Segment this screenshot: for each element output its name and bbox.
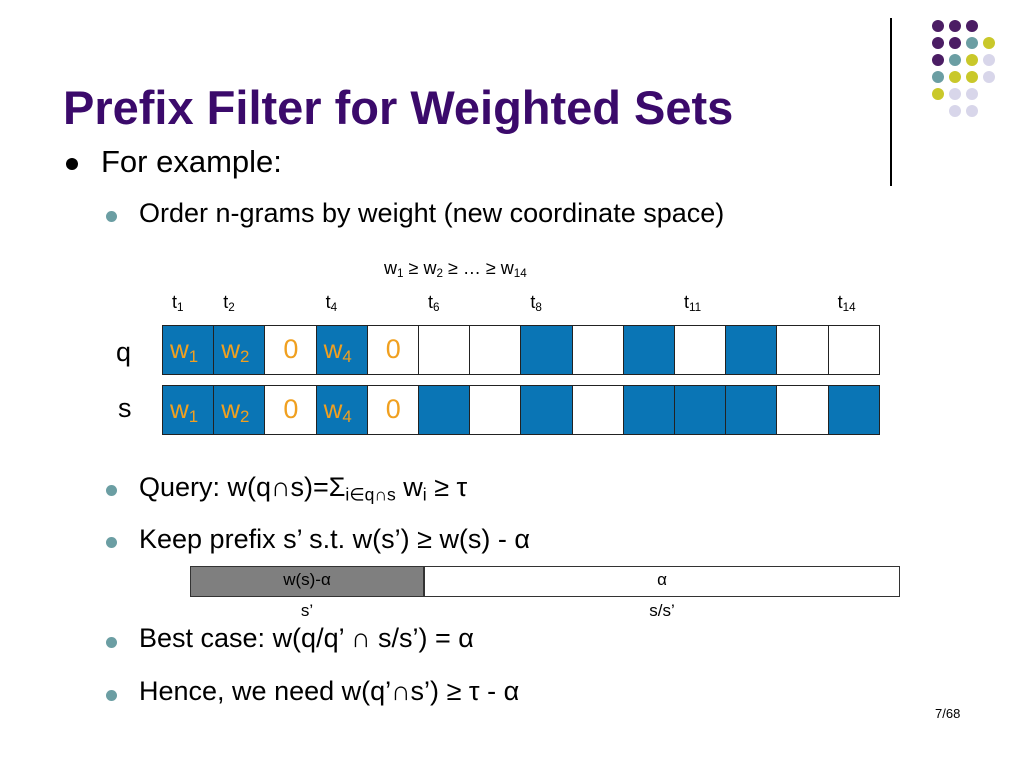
weight-value: w1 xyxy=(170,334,199,367)
token-label: t14 xyxy=(837,292,856,314)
token-cell: w4 xyxy=(315,325,368,375)
bullet-hence: Hence, we need w(q’∩s’) ≥ τ - α xyxy=(139,676,520,706)
token-cell xyxy=(520,325,573,375)
deco-dot xyxy=(983,37,995,49)
suffix-weight-label: α xyxy=(657,570,667,589)
zero-value: 0 xyxy=(283,334,299,364)
token-cell xyxy=(674,385,727,435)
slide-title: Prefix Filter for Weighted Sets xyxy=(63,81,734,134)
token-cell xyxy=(571,325,624,375)
deco-dot xyxy=(966,71,978,83)
token-cell: w2 xyxy=(213,385,266,435)
token-cell xyxy=(776,385,829,435)
sub-bullet-dot xyxy=(106,690,117,701)
slide-number: 7/68 xyxy=(935,706,961,721)
prefix-weight-bar xyxy=(190,566,424,597)
token-cell xyxy=(827,385,880,435)
deco-dot xyxy=(949,105,961,117)
zero-value: 0 xyxy=(283,394,299,424)
sub-bullet-dot xyxy=(106,537,117,548)
bullet-keep-prefix: Keep prefix s’ s.t. w(s’) ≥ w(s) - α xyxy=(139,524,531,554)
bullet-best-case: Best case: w(q/q’ ∩ s/s’) = α xyxy=(139,623,474,653)
token-cell xyxy=(469,385,522,435)
bullet-query: Query: w(q∩s)=Σi∈q∩s wi ≥ τ xyxy=(139,472,468,505)
suffix-caption: s/s’ xyxy=(649,601,675,620)
deco-dot xyxy=(983,54,995,66)
deco-dot xyxy=(949,71,961,83)
row-label-s: s xyxy=(118,393,132,423)
weights-ordering: w1 ≥ w2 ≥ … ≥ w14 xyxy=(384,258,527,280)
token-cell xyxy=(674,325,727,375)
deco-dot xyxy=(949,54,961,66)
token-cell: w1 xyxy=(162,325,215,375)
bullet-order-ngrams: Order n-grams by weight (new coordinate … xyxy=(139,198,725,228)
deco-dot xyxy=(949,88,961,100)
bullet-for-example: For example: xyxy=(101,144,282,179)
deco-dot xyxy=(949,20,961,32)
deco-dot xyxy=(966,54,978,66)
title-divider-line xyxy=(890,18,892,186)
deco-dot xyxy=(966,88,978,100)
weight-value: w2 xyxy=(221,334,250,367)
deco-dot xyxy=(932,71,944,83)
token-label: t1 xyxy=(172,292,184,314)
prefix-weight-label: w(s)-α xyxy=(283,570,331,589)
token-cell: 0 xyxy=(264,385,317,435)
deco-dot xyxy=(932,37,944,49)
deco-dot xyxy=(932,20,944,32)
sub-bullet-dot xyxy=(106,485,117,496)
suffix-weight-bar xyxy=(424,566,900,597)
token-label: t4 xyxy=(325,292,338,314)
deco-dot xyxy=(966,20,978,32)
weight-value: w4 xyxy=(323,334,352,367)
token-cell xyxy=(418,385,471,435)
token-cell: 0 xyxy=(366,385,419,435)
token-cell xyxy=(622,385,675,435)
deco-dot xyxy=(983,71,995,83)
token-cell: w1 xyxy=(162,385,215,435)
zero-value: 0 xyxy=(385,334,401,364)
token-label: t2 xyxy=(223,292,235,314)
deco-dot xyxy=(949,37,961,49)
token-cell xyxy=(469,325,522,375)
token-cell: w2 xyxy=(213,325,266,375)
token-cell: 0 xyxy=(366,325,419,375)
deco-dot xyxy=(932,54,944,66)
token-cell: w4 xyxy=(315,385,368,435)
token-cell xyxy=(827,325,880,375)
deco-dot xyxy=(966,37,978,49)
token-cell xyxy=(418,325,471,375)
token-label: t11 xyxy=(684,292,702,314)
deco-dot xyxy=(966,105,978,117)
deco-dot xyxy=(932,88,944,100)
token-cell: 0 xyxy=(264,325,317,375)
prefix-caption: s’ xyxy=(300,601,314,620)
token-label: t8 xyxy=(530,292,542,314)
zero-value: 0 xyxy=(385,394,401,424)
weight-value: w4 xyxy=(323,394,352,427)
bullet-dot xyxy=(66,158,78,170)
weight-value: w1 xyxy=(170,394,199,427)
token-cell xyxy=(571,385,624,435)
token-label: t6 xyxy=(428,292,440,314)
weight-value: w2 xyxy=(221,394,250,427)
token-cell xyxy=(622,325,675,375)
token-cell xyxy=(725,325,778,375)
sub-bullet-dot xyxy=(106,211,117,222)
row-label-q: q xyxy=(116,337,132,367)
token-cell xyxy=(520,385,573,435)
token-cell xyxy=(725,385,778,435)
sub-bullet-dot xyxy=(106,637,117,648)
token-cell xyxy=(776,325,829,375)
